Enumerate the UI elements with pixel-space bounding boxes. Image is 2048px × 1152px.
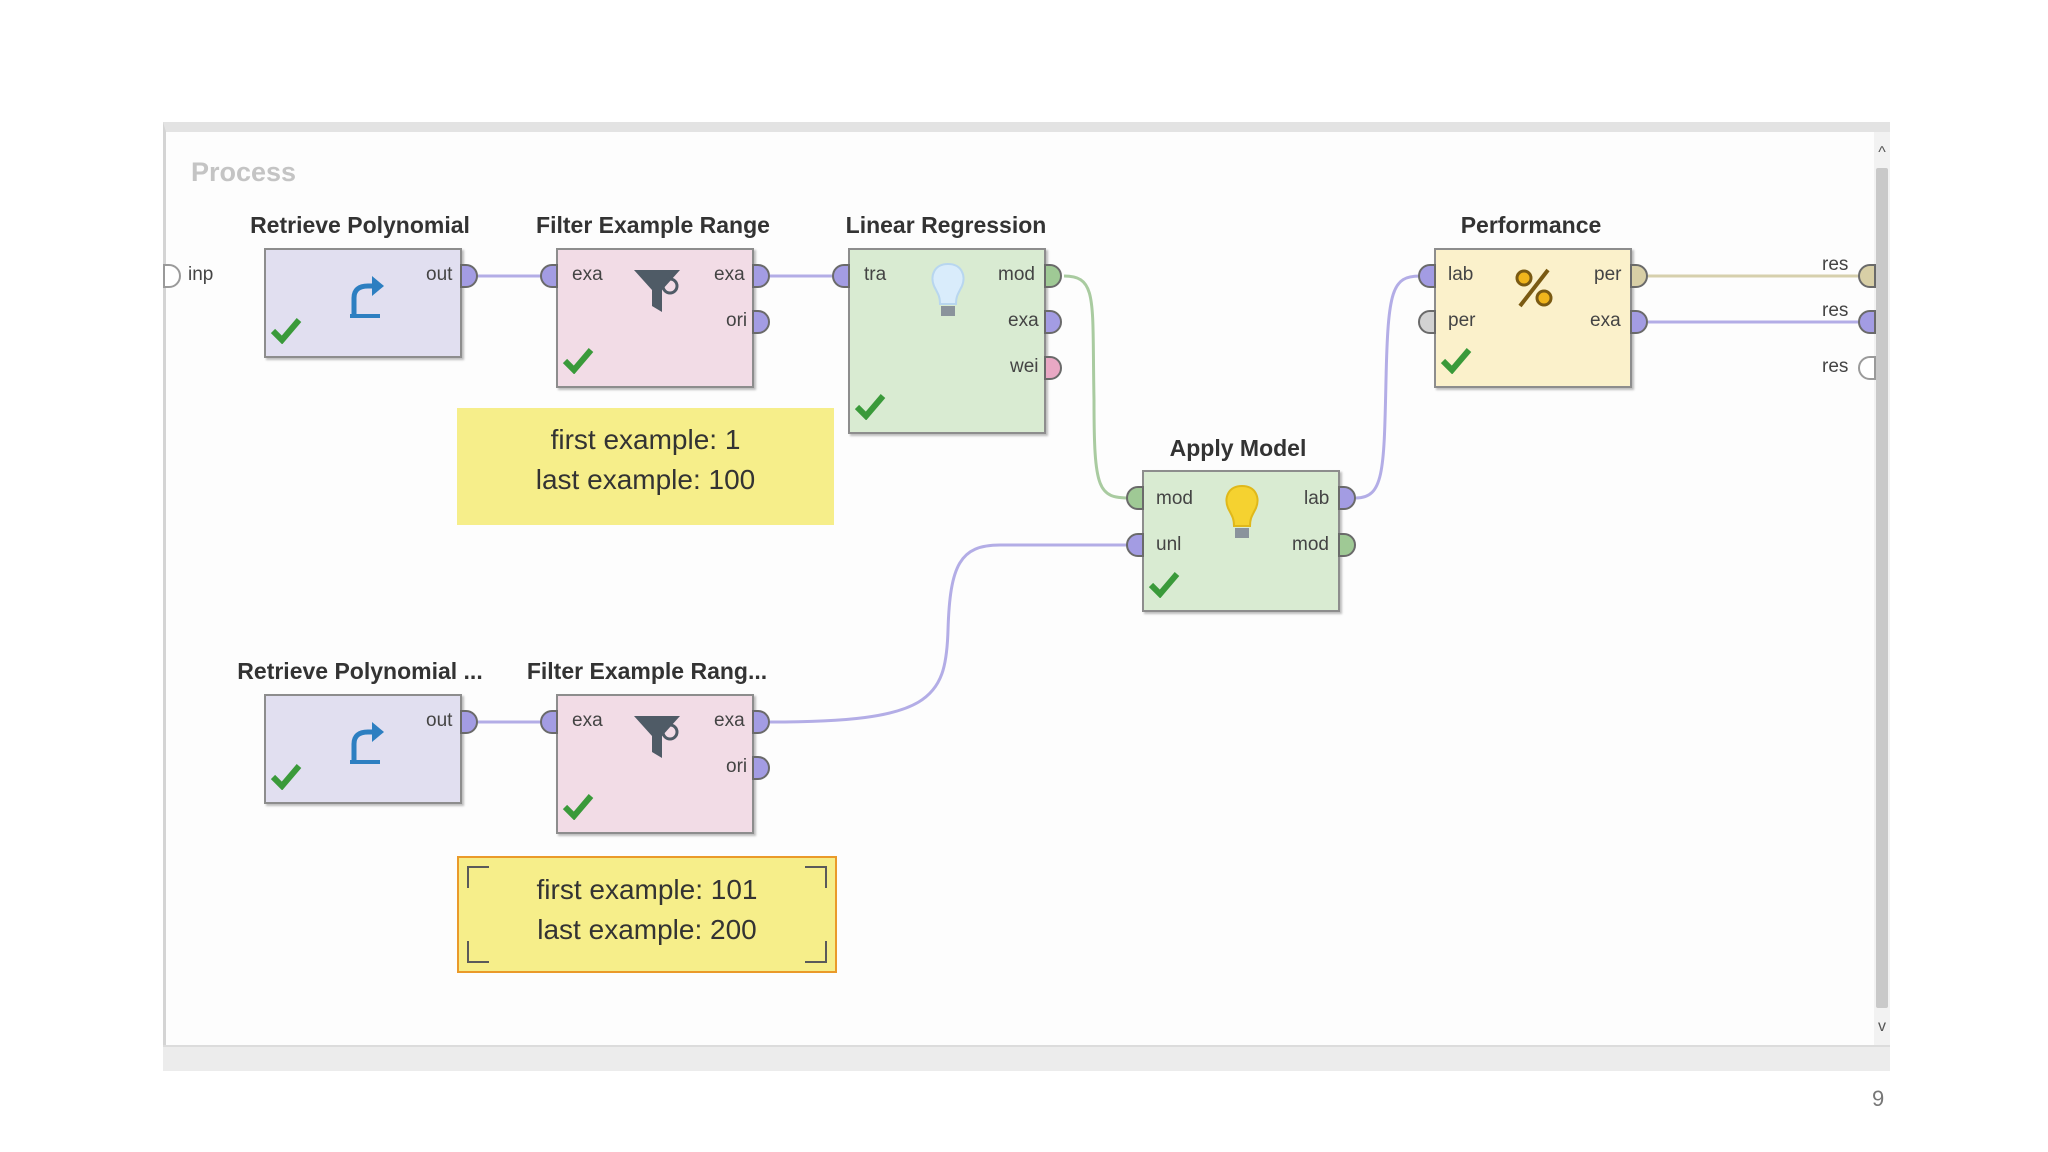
process-input-label: inp: [188, 264, 214, 285]
operator-title: Performance: [1460, 212, 1602, 238]
note-line: first example: 101: [536, 874, 758, 905]
funnel-icon: [634, 716, 680, 758]
panel-title: Process: [191, 157, 297, 187]
output-port-out[interactable]: [460, 710, 478, 734]
lightbulb-icon: [1225, 484, 1259, 538]
port-label: exa: [1590, 310, 1621, 331]
scroll-down-icon[interactable]: v: [1878, 1018, 1886, 1035]
wire-apply-to-performance: [1355, 274, 1421, 500]
output-port-ori[interactable]: [752, 756, 770, 780]
input-port-unl[interactable]: [1126, 533, 1144, 557]
port-label: out: [426, 710, 453, 731]
port-label: exa: [714, 710, 745, 731]
port-label: per: [1594, 264, 1622, 285]
operator-title: Linear Regression: [845, 212, 1047, 238]
port-label: wei: [1010, 356, 1039, 377]
port-label: exa: [714, 264, 745, 285]
resize-corner-top-right[interactable]: [805, 866, 827, 888]
output-port-wei[interactable]: [1044, 356, 1062, 380]
success-check-icon: [270, 318, 302, 344]
port-label: exa: [572, 264, 603, 285]
note-range-1[interactable]: first example: 1 last example: 100: [457, 408, 834, 525]
operator-title: Retrieve Polynomial: [250, 212, 470, 238]
success-check-icon: [562, 794, 594, 820]
lightbulb-icon: [931, 262, 965, 316]
port-label: ori: [726, 756, 748, 777]
output-port-lab[interactable]: [1338, 486, 1356, 510]
resize-corner-top-left[interactable]: [467, 866, 489, 888]
port-label: unl: [1156, 534, 1182, 555]
port-label: out: [426, 264, 453, 285]
note-line: last example: 200: [537, 914, 757, 945]
operator-apply-model[interactable]: mod unl lab mod: [1142, 470, 1340, 612]
resize-corner-bottom-left[interactable]: [467, 941, 489, 963]
output-port-exa[interactable]: [752, 264, 770, 288]
port-label: lab: [1304, 488, 1330, 509]
port-label: lab: [1448, 264, 1474, 285]
operator-filter-example-range-2[interactable]: exa exa ori: [556, 694, 754, 834]
input-port-exa[interactable]: [540, 710, 558, 734]
scroll-up-icon[interactable]: ^: [1878, 144, 1886, 161]
note-range-2-selected[interactable]: first example: 101 last example: 200: [457, 856, 837, 973]
port-label: exa: [1008, 310, 1039, 331]
operator-filter-example-range[interactable]: exa exa ori: [556, 248, 754, 388]
process-input-port[interactable]: [163, 264, 181, 288]
wire-filter2-to-apply: [769, 543, 1130, 724]
operator-linear-regression[interactable]: tra mod exa wei: [848, 248, 1046, 434]
result-port-label: res: [1822, 356, 1849, 377]
note-line: first example: 1: [550, 424, 741, 455]
result-port-2[interactable]: [1858, 310, 1876, 334]
port-label: tra: [864, 264, 887, 285]
resize-corner-bottom-right[interactable]: [805, 941, 827, 963]
wire-regression-to-apply: [1063, 274, 1131, 500]
port-label: per: [1448, 310, 1476, 331]
input-port-per[interactable]: [1418, 310, 1436, 334]
input-port-lab[interactable]: [1418, 264, 1436, 288]
percent-icon: [1515, 268, 1553, 308]
success-check-icon: [1440, 348, 1472, 374]
result-port-label: res: [1822, 254, 1849, 275]
operator-retrieve-polynomial[interactable]: out: [264, 248, 462, 358]
success-check-icon: [1148, 572, 1180, 598]
retrieve-arrow-icon: [350, 276, 384, 318]
funnel-icon: [634, 270, 680, 312]
note-line: last example: 100: [535, 464, 756, 495]
output-port-ori[interactable]: [752, 310, 770, 334]
result-port-3[interactable]: [1858, 356, 1876, 380]
port-label: mod: [1292, 534, 1329, 555]
output-port-mod[interactable]: [1338, 533, 1356, 557]
success-check-icon: [270, 764, 302, 790]
page-number: 9: [1872, 1086, 1885, 1111]
output-port-exa[interactable]: [752, 710, 770, 734]
operator-title: Apply Model: [1169, 435, 1307, 461]
scrollbar-thumb[interactable]: [1876, 168, 1888, 1008]
input-port-mod[interactable]: [1126, 486, 1144, 510]
operator-retrieve-polynomial-2[interactable]: out: [264, 694, 462, 804]
output-port-per[interactable]: [1630, 264, 1648, 288]
operator-title: Retrieve Polynomial ...: [237, 658, 483, 684]
input-port-tra[interactable]: [832, 264, 850, 288]
output-port-out[interactable]: [460, 264, 478, 288]
retrieve-arrow-icon: [350, 722, 384, 764]
port-label: mod: [1156, 488, 1193, 509]
input-port-exa[interactable]: [540, 264, 558, 288]
result-port-1[interactable]: [1858, 264, 1876, 288]
port-label: mod: [998, 264, 1035, 285]
bottom-strip: [163, 1045, 1890, 1071]
result-port-label: res: [1822, 300, 1849, 321]
success-check-icon: [562, 348, 594, 374]
port-label: ori: [726, 310, 748, 331]
operator-performance[interactable]: lab per per exa: [1434, 248, 1632, 388]
output-port-exa[interactable]: [1630, 310, 1648, 334]
success-check-icon: [854, 394, 886, 420]
operator-title: Filter Example Range: [536, 212, 770, 238]
output-port-exa[interactable]: [1044, 310, 1062, 334]
port-label: exa: [572, 710, 603, 731]
operator-title: Filter Example Rang...: [526, 658, 768, 684]
output-port-mod[interactable]: [1044, 264, 1062, 288]
